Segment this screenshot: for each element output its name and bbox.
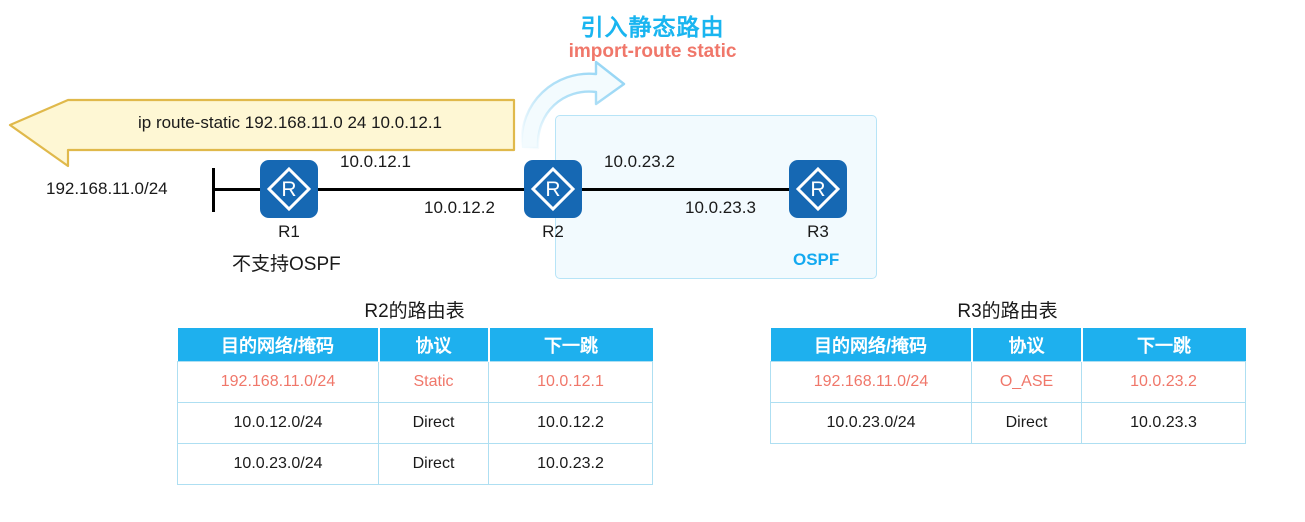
cell-nexthop: 10.0.23.3 xyxy=(1081,402,1246,444)
cell-nexthop: 10.0.23.2 xyxy=(1081,361,1246,403)
svg-text:R: R xyxy=(545,178,560,201)
column-header-destination: 目的网络/掩码 xyxy=(770,328,973,362)
r1-no-ospf-note: 不支持OSPF xyxy=(232,254,341,275)
router-r1-label: R1 xyxy=(278,222,300,241)
table-header-row: 目的网络/掩码 协议 下一跳 xyxy=(177,328,653,362)
cell-protocol: Static xyxy=(378,361,489,403)
curved-arrow-right-icon xyxy=(500,58,660,150)
table-title-r2: R2的路由表 xyxy=(364,301,465,322)
column-header-destination: 目的网络/掩码 xyxy=(177,328,380,362)
lan-network-label: 192.168.11.0/24 xyxy=(46,179,168,198)
cell-destination: 192.168.11.0/24 xyxy=(177,361,379,403)
cell-destination: 192.168.11.0/24 xyxy=(770,361,972,403)
cell-nexthop: 10.0.12.2 xyxy=(488,402,653,444)
router-r2-icon[interactable]: R xyxy=(524,160,582,218)
cell-protocol: Direct xyxy=(378,443,489,485)
svg-text:R: R xyxy=(281,178,296,201)
table-row: 192.168.11.0/24 Static 10.0.12.1 xyxy=(177,361,653,403)
link-lan-r1 xyxy=(212,188,260,191)
cell-protocol: Direct xyxy=(971,402,1082,444)
cell-nexthop: 10.0.23.2 xyxy=(488,443,653,485)
cell-destination: 10.0.12.0/24 xyxy=(177,402,379,444)
cell-nexthop: 10.0.12.1 xyxy=(488,361,653,403)
left-arrow-banner-icon xyxy=(8,98,516,168)
router-r1-icon[interactable]: R xyxy=(260,160,318,218)
table-row: 10.0.23.0/24 Direct 10.0.23.3 xyxy=(770,402,1246,444)
link-r2-r3 xyxy=(581,188,789,191)
svg-text:R: R xyxy=(810,178,825,201)
column-header-protocol: 协议 xyxy=(377,328,490,362)
cell-destination: 10.0.23.0/24 xyxy=(770,402,972,444)
column-header-protocol: 协议 xyxy=(970,328,1083,362)
route-table-r2: 目的网络/掩码 协议 下一跳 192.168.11.0/24 Static 10… xyxy=(177,328,653,485)
route-table-r3: 目的网络/掩码 协议 下一跳 192.168.11.0/24 O_ASE 10.… xyxy=(770,328,1246,444)
table-title-r3: R3的路由表 xyxy=(957,301,1058,322)
ip-label-r2-r3-left: 10.0.23.2 xyxy=(604,152,675,171)
router-r3-icon[interactable]: R xyxy=(789,160,847,218)
ospf-region-label: OSPF xyxy=(793,250,840,269)
ip-label-r1-r2-right: 10.0.12.2 xyxy=(424,198,495,217)
page-title-en: import-route static xyxy=(568,41,737,62)
router-r3-label: R3 xyxy=(807,222,829,241)
table-row: 192.168.11.0/24 O_ASE 10.0.23.2 xyxy=(770,361,1246,403)
page-title-cn: 引入静态路由 xyxy=(580,14,725,40)
ip-label-r2-r3-right: 10.0.23.3 xyxy=(685,198,756,217)
cell-protocol: Direct xyxy=(378,402,489,444)
table-header-row: 目的网络/掩码 协议 下一跳 xyxy=(770,328,1246,362)
cell-protocol: O_ASE xyxy=(971,361,1082,403)
column-header-nexthop: 下一跳 xyxy=(487,328,653,362)
cell-destination: 10.0.23.0/24 xyxy=(177,443,379,485)
column-header-nexthop: 下一跳 xyxy=(1080,328,1246,362)
link-r1-r2 xyxy=(316,188,528,191)
ip-label-r1-r2-left: 10.0.12.1 xyxy=(340,152,411,171)
table-row: 10.0.12.0/24 Direct 10.0.12.2 xyxy=(177,402,653,444)
router-r2-label: R2 xyxy=(542,222,564,241)
table-row: 10.0.23.0/24 Direct 10.0.23.2 xyxy=(177,443,653,485)
static-route-command: ip route-static 192.168.11.0 24 10.0.12.… xyxy=(137,113,443,132)
